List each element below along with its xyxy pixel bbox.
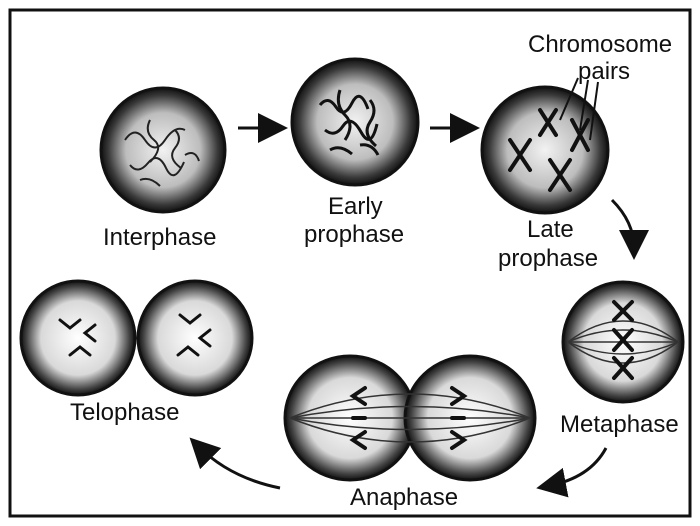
label-late-prophase-line2: prophase <box>498 245 598 272</box>
arrow-late-to-metaphase <box>612 200 634 248</box>
label-chromosome-pairs-line2: pairs <box>578 58 630 85</box>
label-metaphase: Metaphase <box>560 411 679 438</box>
label-telophase: Telophase <box>70 399 179 426</box>
label-early-prophase-line1: Early <box>328 193 383 220</box>
arrow-metaphase-to-anaphase <box>548 448 606 486</box>
arrow-anaphase-to-telophase <box>198 446 280 488</box>
label-early-prophase-line2: prophase <box>304 221 404 248</box>
interphase-cell <box>101 88 225 212</box>
late-prophase-cell <box>482 78 608 213</box>
anaphase-cell <box>285 356 535 480</box>
early-prophase-cell <box>292 59 418 185</box>
metaphase-cell <box>563 282 683 402</box>
label-late-prophase-line1: Late <box>527 216 574 243</box>
label-anaphase: Anaphase <box>350 484 458 511</box>
telophase-cell <box>21 281 252 395</box>
label-interphase: Interphase <box>103 224 216 251</box>
label-chromosome-pairs-line1: Chromosome <box>528 31 672 58</box>
